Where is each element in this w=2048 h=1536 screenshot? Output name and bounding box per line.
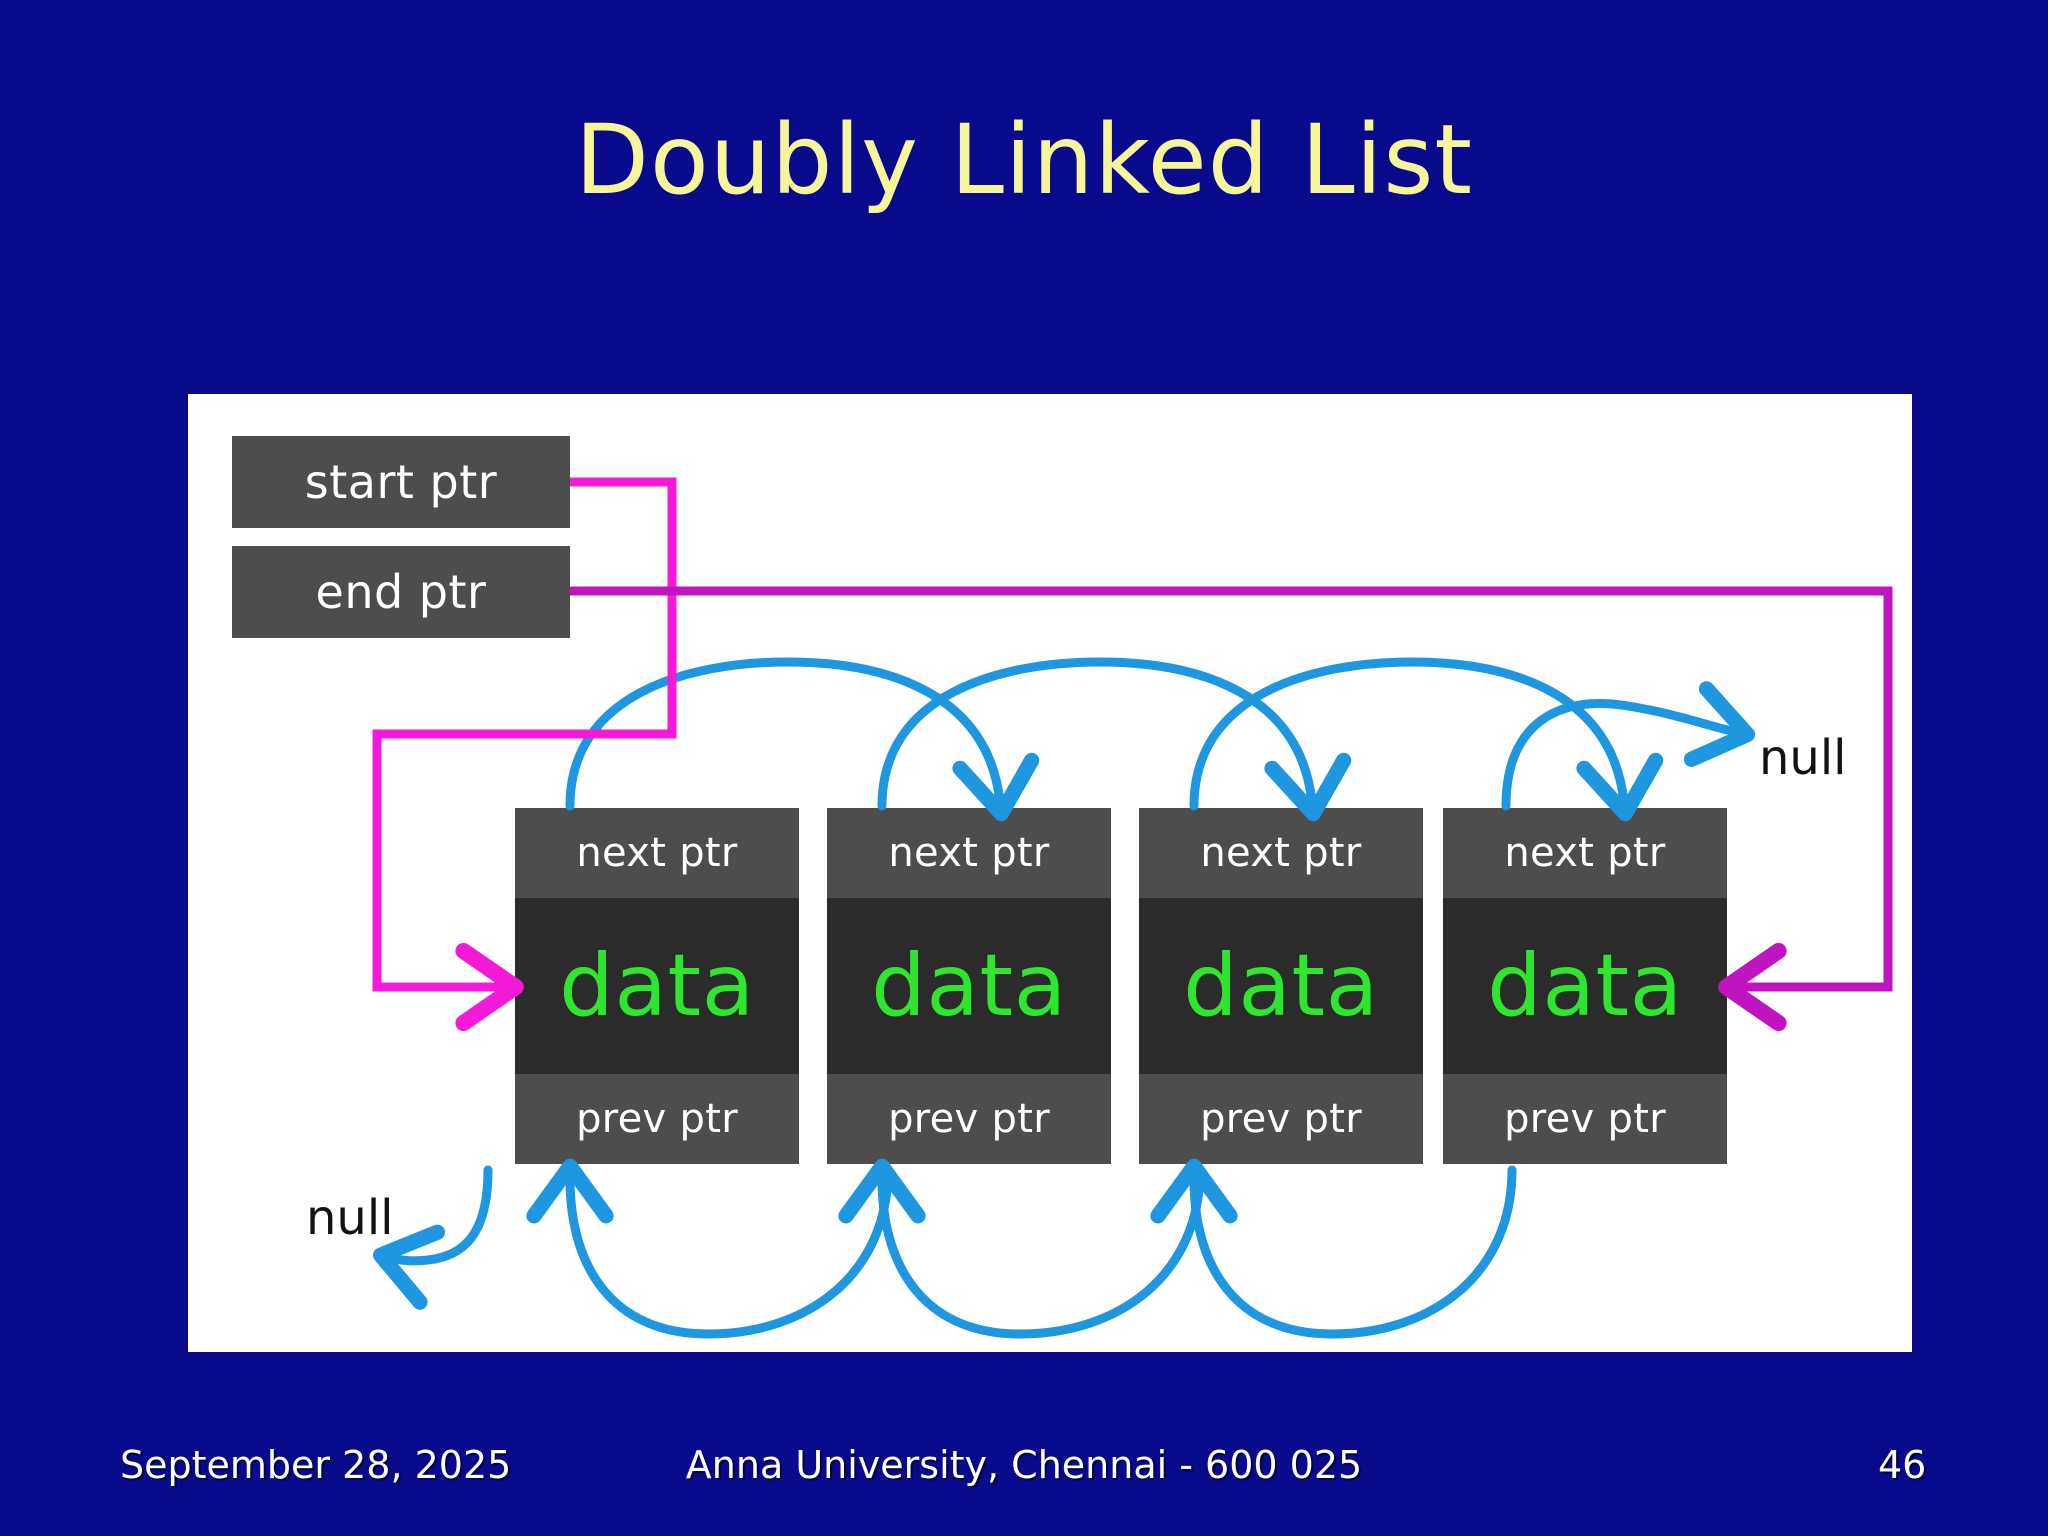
footer-date: September 28, 2025 <box>120 1443 512 1487</box>
end-ptr-box: end ptr <box>232 546 570 638</box>
prev-arrow-0-to-null <box>372 1165 493 1310</box>
prev-arrow-1-to-0 <box>526 1158 893 1339</box>
next-arrow-2-to-3 <box>1189 657 1664 822</box>
node-3-prev-cell: prev ptr <box>1443 1074 1727 1164</box>
node-1-prev-cell: prev ptr <box>827 1074 1111 1164</box>
next-arrow-0-to-1 <box>565 657 1040 822</box>
page-title: Doubly Linked List <box>575 104 1473 216</box>
footer-organization: Anna University, Chennai - 600 025 <box>685 1443 1363 1487</box>
null-label-next-chain: null <box>1759 730 1847 786</box>
list-node-0: next ptr data prev ptr <box>515 808 799 1164</box>
next-arrow-1-to-2 <box>877 657 1352 822</box>
node-3-next-cell: next ptr <box>1443 808 1727 898</box>
node-1-data-cell: data <box>827 898 1111 1074</box>
node-1-next-cell: next ptr <box>827 808 1111 898</box>
list-node-2: next ptr data prev ptr <box>1139 808 1423 1164</box>
node-0-next-cell: next ptr <box>515 808 799 898</box>
node-2-data-cell: data <box>1139 898 1423 1074</box>
node-0-data-cell: data <box>515 898 799 1074</box>
node-3-data-cell: data <box>1443 898 1727 1074</box>
prev-arrow-3-to-2 <box>1150 1158 1517 1339</box>
node-2-prev-cell: prev ptr <box>1139 1074 1423 1164</box>
node-2-next-cell: next ptr <box>1139 808 1423 898</box>
diagram-panel: start ptr end ptr next ptr data prev ptr… <box>188 394 1912 1352</box>
null-label-prev-chain: null <box>306 1190 394 1246</box>
list-node-1: next ptr data prev ptr <box>827 808 1111 1164</box>
start-ptr-label: start ptr <box>304 455 498 509</box>
node-0-prev-cell: prev ptr <box>515 1074 799 1164</box>
start-ptr-box: start ptr <box>232 436 570 528</box>
end-ptr-label: end ptr <box>315 565 487 619</box>
prev-arrow-2-to-1 <box>838 1158 1205 1339</box>
next-arrow-3-to-null <box>1501 681 1756 811</box>
list-node-3: next ptr data prev ptr <box>1443 808 1727 1164</box>
footer-page-number: 46 <box>1878 1443 1927 1487</box>
